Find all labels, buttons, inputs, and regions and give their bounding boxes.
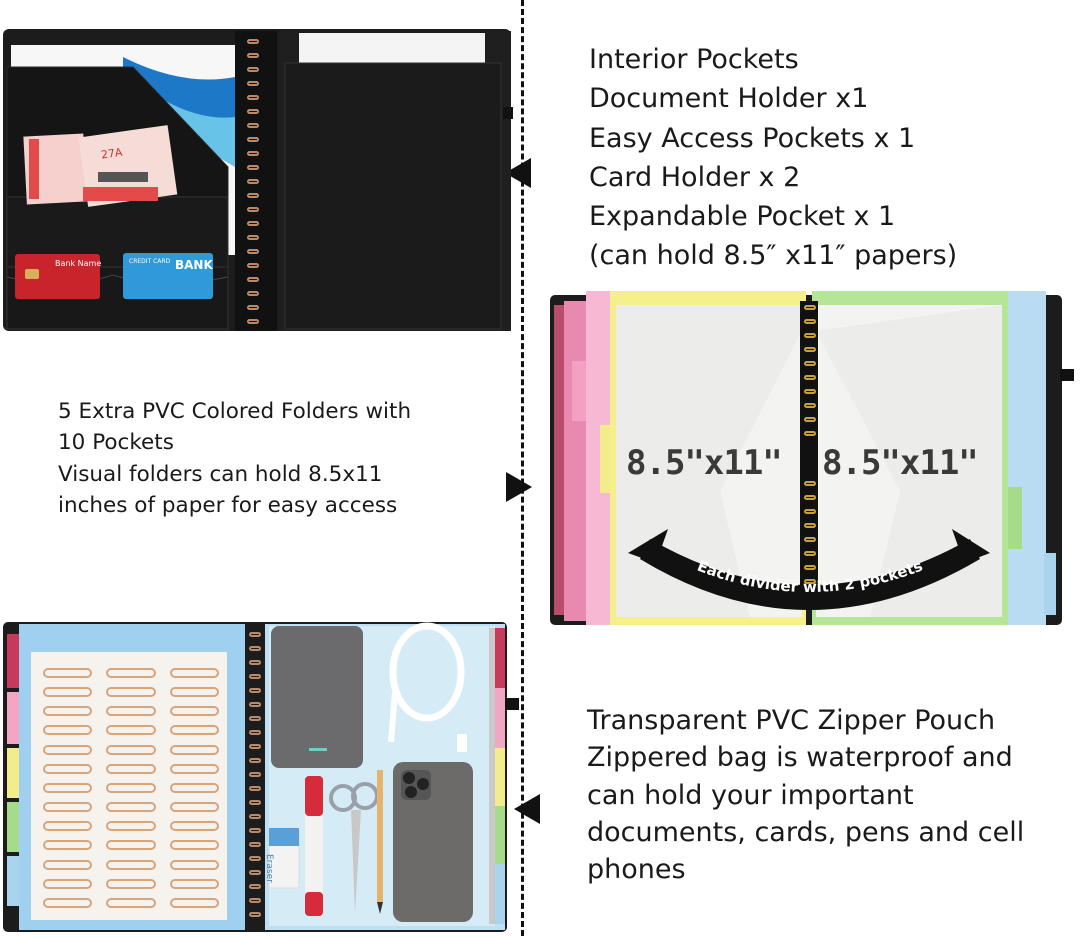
pvc-folders-description: 5 Extra PVC Colored Folders with 10 Pock… [58, 396, 411, 521]
sticker-label [106, 878, 156, 889]
sticker-label [106, 687, 156, 698]
sticker-label [43, 859, 93, 870]
heading-interior-pockets: Interior Pockets [589, 44, 799, 75]
feature-expandable-pocket: Expandable Pocket x 1 [589, 201, 896, 233]
pvc-folders-line-3: Visual folders can hold 8.5x11 [58, 461, 383, 487]
zipper-pouch-description: Transparent PVC Zipper Pouch Zippered ba… [587, 702, 1024, 888]
bank-name-label: Bank Name [55, 259, 101, 268]
interior-pockets-description: Interior Pockets Document Holder x1 Easy… [589, 40, 957, 276]
arrow-right-icon [506, 472, 532, 502]
dashed-divider [521, 0, 524, 936]
pvc-folders-line-1: 5 Extra PVC Colored Folders with [58, 399, 412, 424]
eraser-label: Eraser [264, 854, 274, 883]
sticker-label [43, 840, 93, 851]
sticker-label [43, 878, 93, 889]
sticker-label [43, 802, 93, 813]
sticker-label [169, 744, 219, 755]
photo-zipper-pouch: Eraser [3, 622, 519, 934]
sticker-label [169, 859, 219, 870]
zipper-pouch-line-4: documents, cards, pens and cell [587, 816, 1025, 848]
sticker-label [169, 782, 219, 793]
pvc-folders-line-2: 10 Pockets [58, 430, 174, 456]
sticker-label [169, 668, 219, 678]
sticker-label [43, 668, 93, 678]
sticker-label [43, 744, 93, 755]
sticker-label [106, 668, 156, 678]
photo-interior-pockets: 27A Bank Name BANK CREDIT CARD [3, 27, 519, 333]
sticker-label [43, 687, 93, 698]
sticker-label [169, 706, 219, 717]
feature-document-holder: Document Holder x1 [589, 83, 869, 115]
label-sticker-grid [43, 668, 219, 912]
sticker-label [169, 878, 219, 889]
sticker-label [106, 802, 156, 813]
sticker-label [106, 897, 156, 908]
sticker-label [169, 802, 219, 813]
sticker-label [169, 840, 219, 851]
zipper-pouch-line-3: can hold your important [587, 779, 914, 811]
sticker-label [106, 821, 156, 832]
arrow-left-icon [514, 794, 540, 824]
sticker-label [43, 706, 93, 717]
sticker-label [106, 782, 156, 793]
sticker-label [106, 725, 156, 736]
sticker-label [169, 821, 219, 832]
sticker-label [106, 706, 156, 717]
feature-card-holder: Card Holder x 2 [589, 161, 801, 193]
ticket-label: 27A [100, 146, 124, 162]
photo-pvc-folders: Each divider with 2 pockets 8.5"x11" 8.5… [550, 291, 1078, 629]
pvc-folders-illustration: Each divider with 2 pockets [550, 291, 1074, 625]
sticker-label [43, 763, 93, 774]
credit-card-label: CREDIT CARD [129, 258, 171, 265]
zipper-pouch-line-1: Transparent PVC Zipper Pouch [587, 705, 996, 736]
sticker-label [43, 897, 93, 908]
sticker-label [169, 897, 219, 908]
boarding-tickets: 27A [23, 125, 178, 207]
size-label-right: 8.5"x11" [822, 443, 979, 483]
zipper-pouch-line-5: phones [587, 854, 686, 886]
bank-label: BANK [175, 258, 213, 272]
pvc-folders-line-4: inches of paper for easy access [58, 492, 398, 518]
sticker-label [169, 763, 219, 774]
sticker-label [106, 744, 156, 755]
sticker-label [106, 763, 156, 774]
sticker-label [106, 840, 156, 851]
credit-cards: Bank Name BANK CREDIT CARD [15, 253, 213, 299]
sticker-label [169, 687, 219, 698]
sticker-label [169, 725, 219, 736]
size-label-left: 8.5"x11" [626, 443, 783, 483]
zipper-pouch-line-2: Zippered bag is waterproof and [587, 742, 1013, 774]
sticker-label [43, 821, 93, 832]
feature-paper-size-note: (can hold 8.5″ x11″ papers) [589, 240, 958, 272]
sticker-label [106, 859, 156, 870]
sticker-label [43, 725, 93, 736]
feature-easy-access-pockets: Easy Access Pockets x 1 [589, 122, 916, 154]
sticker-label [43, 782, 93, 793]
